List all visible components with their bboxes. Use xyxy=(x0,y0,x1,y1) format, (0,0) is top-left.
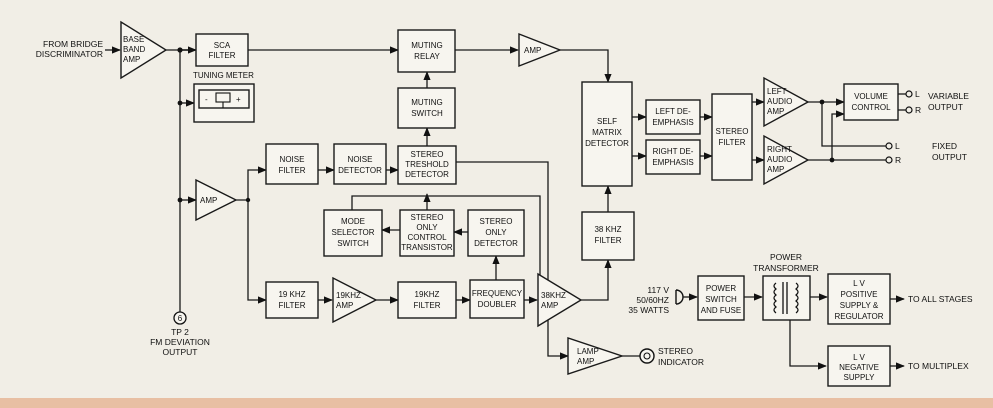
left-de-emphasis: LEFT DE-EMPHASIS xyxy=(645,99,701,135)
tuning-meter: TUNING METER - + xyxy=(193,71,255,123)
svg-text:19 kHzFILTER: 19 kHzFILTER xyxy=(278,290,305,310)
svg-text:6: 6 xyxy=(178,314,183,323)
svg-text:R: R xyxy=(915,105,921,115)
svg-text:AMP: AMP xyxy=(524,46,541,55)
svg-text:AMP: AMP xyxy=(200,196,217,205)
svg-text:TUNING METER: TUNING METER xyxy=(193,71,254,80)
amp-mid: AMP xyxy=(195,178,238,222)
svg-text:19kHzAMP: 19kHzAMP xyxy=(336,291,361,310)
bottom-band xyxy=(0,398,993,408)
wires xyxy=(105,46,906,370)
amp-top: AMP xyxy=(518,32,562,68)
svg-text:L: L xyxy=(915,89,920,99)
svg-text:RIGHT DE-EMPHASIS: RIGHT DE-EMPHASIS xyxy=(652,147,693,167)
svg-text:38kHzAMP: 38kHzAMP xyxy=(541,291,566,310)
svg-text:L: L xyxy=(895,141,900,151)
to-all-stages-label: TO ALL STAGES xyxy=(908,294,973,304)
svg-text:38 kHzFILTER: 38 kHzFILTER xyxy=(594,225,621,245)
svg-text:-: - xyxy=(205,95,208,104)
svg-text:19kHzFILTER: 19kHzFILTER xyxy=(414,290,441,310)
svg-text:R: R xyxy=(895,155,901,165)
svg-text:117 V50/60Hz35 WATTS: 117 V50/60Hz35 WATTS xyxy=(628,285,669,315)
to-multiplex-label: TO MULTIPLEX xyxy=(908,361,969,371)
svg-text:LEFT DE-EMPHASIS: LEFT DE-EMPHASIS xyxy=(652,107,693,127)
right-de-emphasis: RIGHT DE-EMPHASIS xyxy=(645,139,701,175)
junction-dots xyxy=(177,47,835,203)
svg-text:+: + xyxy=(236,95,241,104)
